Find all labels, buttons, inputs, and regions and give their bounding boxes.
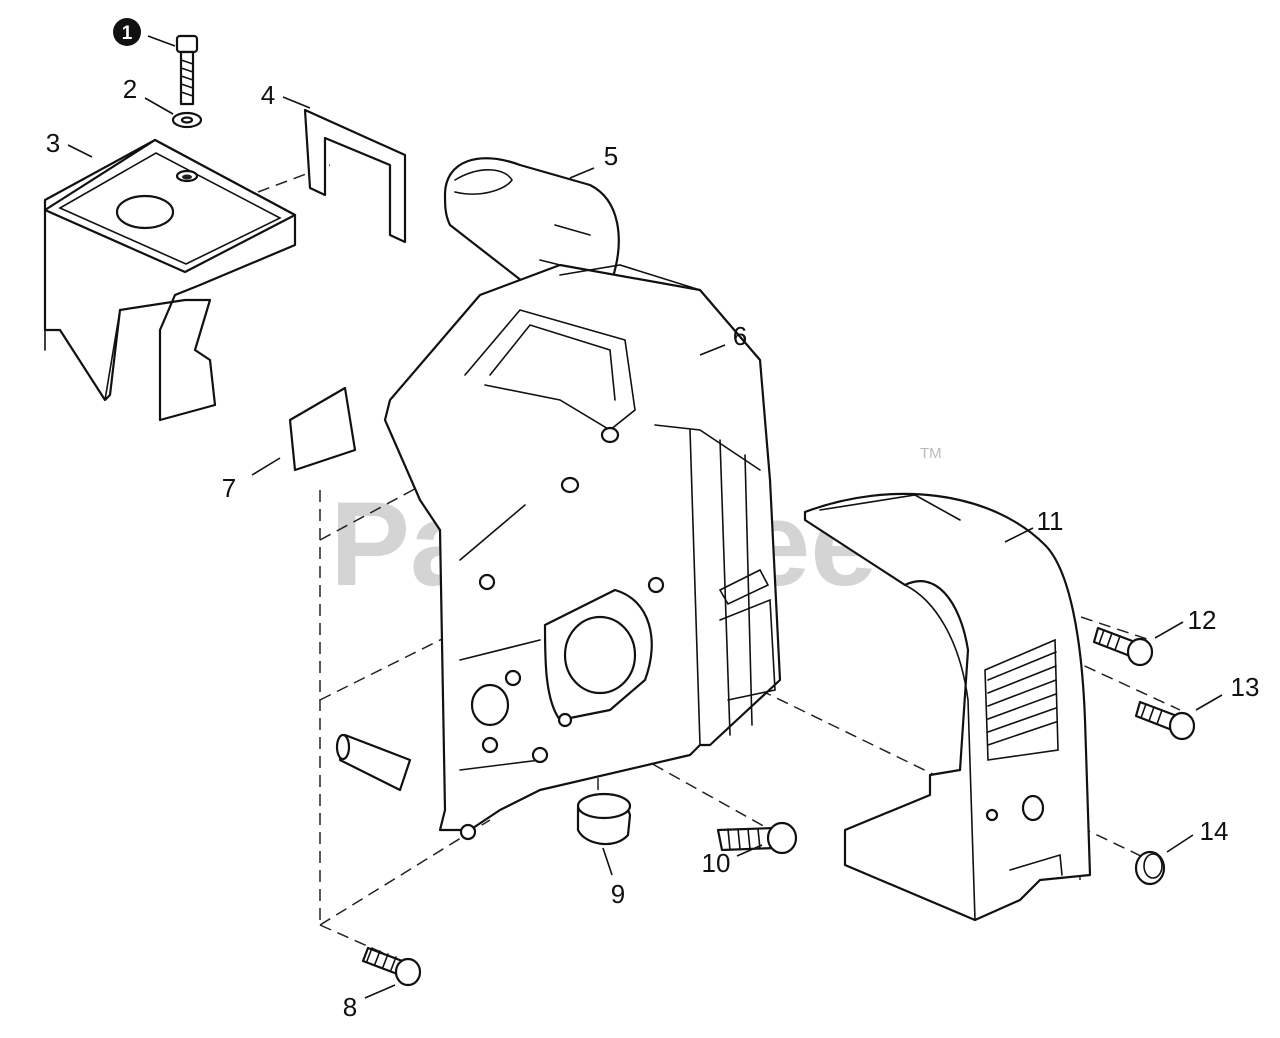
part-4-gasket <box>303 108 407 244</box>
part-11-side-cover <box>803 492 1092 922</box>
leader-lines <box>67 35 1223 999</box>
part-8-screw <box>361 946 422 987</box>
part-12-screw <box>1092 626 1154 667</box>
part-1-bolt <box>175 34 199 106</box>
part-14-cap <box>1134 850 1166 886</box>
part-13-screw <box>1134 700 1196 741</box>
part-9-plug <box>576 792 632 846</box>
callout-7-label: 7 <box>222 473 236 503</box>
part-3-top-cover <box>43 138 297 422</box>
callout-11-label: 11 <box>1037 506 1064 536</box>
callout-9-label: 9 <box>611 879 625 909</box>
part-2-washer <box>171 111 203 129</box>
callout-4-label: 4 <box>261 80 275 110</box>
callout-6-label: 6 <box>733 321 747 351</box>
callout-5-label: 5 <box>604 141 618 171</box>
callout-14-label: 14 <box>1200 816 1229 846</box>
callout-1-label: 1 <box>122 23 133 44</box>
callout-2-label: 2 <box>123 74 137 104</box>
part-10-bolt <box>716 821 798 855</box>
trademark-text: TM <box>920 445 942 462</box>
callout-1-circle <box>113 18 141 46</box>
callout-12-label: 12 <box>1188 605 1217 635</box>
callout-labels: 1 2 3 4 5 6 7 8 9 10 11 12 13 14 <box>46 18 1260 1022</box>
part-6-main-housing <box>335 263 782 841</box>
part-7-pad <box>288 386 357 472</box>
callout-8-label: 8 <box>343 992 357 1022</box>
callout-10-label: 10 <box>702 848 731 878</box>
callout-13-label: 13 <box>1231 672 1260 702</box>
callout-3-label: 3 <box>46 128 60 158</box>
